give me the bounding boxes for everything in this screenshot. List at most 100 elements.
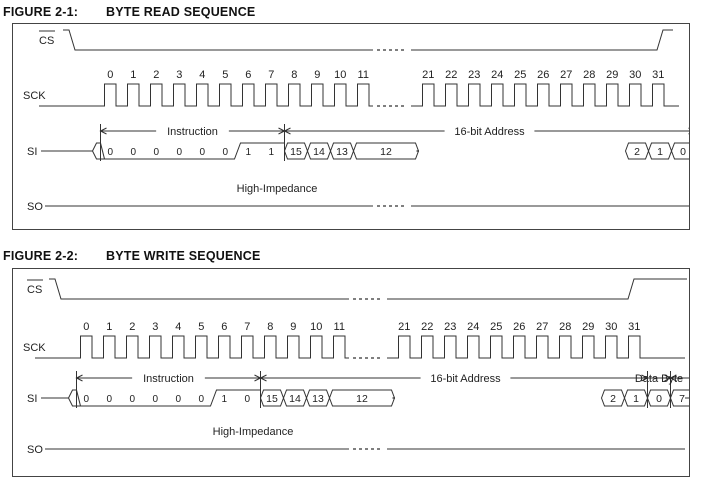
clock-number: 6 <box>221 321 227 333</box>
sck-waveform-right <box>411 83 679 107</box>
high-impedance-label: High-Impedance <box>237 183 318 195</box>
address-bit-label: 1 <box>657 146 663 158</box>
clock-number: 5 <box>198 321 204 333</box>
clock-number: 8 <box>291 69 297 81</box>
clock-number: 23 <box>468 69 480 81</box>
clock-number: 30 <box>629 69 641 81</box>
address-bit-label: 14 <box>289 393 301 405</box>
clock-number: 27 <box>536 321 548 333</box>
cs-label: CS <box>39 35 54 47</box>
address-bit-label: 1 <box>633 393 639 405</box>
instruction-bit: 0 <box>129 394 135 405</box>
clock-number: 24 <box>491 69 503 81</box>
clock-number: 27 <box>560 69 572 81</box>
instruction-bit: 0 <box>199 147 205 158</box>
instruction-bit: 1 <box>268 147 274 158</box>
instruction-bit: 1 <box>245 147 251 158</box>
instruction-start-edge <box>76 389 81 407</box>
address-bit-label: 14 <box>313 146 325 158</box>
instruction-bit: 0 <box>130 147 136 158</box>
cs-waveform-right <box>411 29 673 51</box>
si-label: SI <box>27 393 37 405</box>
instruction-annotation-label: Instruction <box>143 373 194 385</box>
instruction-waveform <box>100 142 285 160</box>
sck-waveform-left <box>39 83 373 107</box>
clock-number: 7 <box>268 69 274 81</box>
address-bit-label: 15 <box>266 393 278 405</box>
cs-waveform-right <box>387 278 687 300</box>
instruction-bit: 0 <box>107 147 113 158</box>
clock-number: 26 <box>537 69 549 81</box>
instruction-start-edge <box>100 142 105 160</box>
figure-caption: BYTE WRITE SEQUENCE <box>106 249 261 263</box>
si-edge-lower <box>92 150 101 160</box>
so-label: SO <box>27 201 43 213</box>
address-bit-label: 0 <box>680 146 686 158</box>
address-annotation-label: 16-bit Address <box>430 373 501 385</box>
figure-caption: BYTE READ SEQUENCE <box>106 5 256 19</box>
instruction-bit: 0 <box>106 394 112 405</box>
clock-number: 11 <box>334 321 345 333</box>
si-edge-upper <box>92 142 101 152</box>
clock-number: 31 <box>628 321 640 333</box>
clock-number: 21 <box>422 69 434 81</box>
clock-number: 24 <box>467 321 479 333</box>
clock-number: 28 <box>583 69 595 81</box>
so-label: SO <box>27 444 43 456</box>
clock-number: 1 <box>106 321 112 333</box>
figure-2-2-title: FIGURE 2-2:BYTE WRITE SEQUENCE <box>3 249 261 263</box>
si-edge-upper <box>68 389 77 399</box>
address-bit-label: 13 <box>312 393 324 405</box>
clock-number: 29 <box>582 321 594 333</box>
figure-2-1-title: FIGURE 2-1:BYTE READ SEQUENCE <box>3 5 255 19</box>
data-bit-label: 7 <box>679 393 685 405</box>
clock-number: 0 <box>83 321 89 333</box>
sck-waveform-right <box>387 335 685 359</box>
instruction-bit: 0 <box>244 394 250 405</box>
clock-number: 4 <box>175 321 181 333</box>
clock-number: 23 <box>444 321 456 333</box>
clock-number: 25 <box>490 321 502 333</box>
instruction-bit: 0 <box>175 394 181 405</box>
clock-number: 11 <box>358 69 369 81</box>
address-bit-label: 2 <box>610 393 616 405</box>
si-label: SI <box>27 146 37 158</box>
high-impedance-label: High-Impedance <box>213 426 294 438</box>
address-bit-label: 2 <box>634 146 640 158</box>
clock-number: 31 <box>652 69 664 81</box>
instruction-bit: 1 <box>221 394 227 405</box>
cs-waveform-left <box>49 278 349 300</box>
clock-number: 3 <box>152 321 158 333</box>
sck-label: SCK <box>23 342 46 354</box>
clock-number: 25 <box>514 69 526 81</box>
clock-number: 29 <box>606 69 618 81</box>
clock-number: 6 <box>245 69 251 81</box>
address-bit-label: 0 <box>656 393 662 405</box>
instruction-annotation-label: Instruction <box>167 126 218 138</box>
clock-number: 0 <box>107 69 113 81</box>
instruction-bit: 0 <box>176 147 182 158</box>
clock-number: 10 <box>334 69 346 81</box>
si-dont-care <box>677 142 689 160</box>
instruction-bit: 0 <box>198 394 204 405</box>
clock-number: 28 <box>559 321 571 333</box>
address-bit-label: 12 <box>356 393 368 405</box>
clock-number: 26 <box>513 321 525 333</box>
clock-number: 2 <box>129 321 135 333</box>
data-annotation-label: Data Byte <box>635 373 683 385</box>
clock-number: 3 <box>176 69 182 81</box>
clock-number: 8 <box>267 321 273 333</box>
sck-waveform-left <box>35 335 349 359</box>
clock-number: 4 <box>199 69 205 81</box>
data-bit-shape <box>669 389 689 407</box>
clock-number: 2 <box>153 69 159 81</box>
clock-number: 22 <box>445 69 457 81</box>
clock-number: 7 <box>244 321 250 333</box>
clock-number: 30 <box>605 321 617 333</box>
cs-waveform-left <box>63 29 373 51</box>
address-bit-label: 12 <box>380 146 392 158</box>
